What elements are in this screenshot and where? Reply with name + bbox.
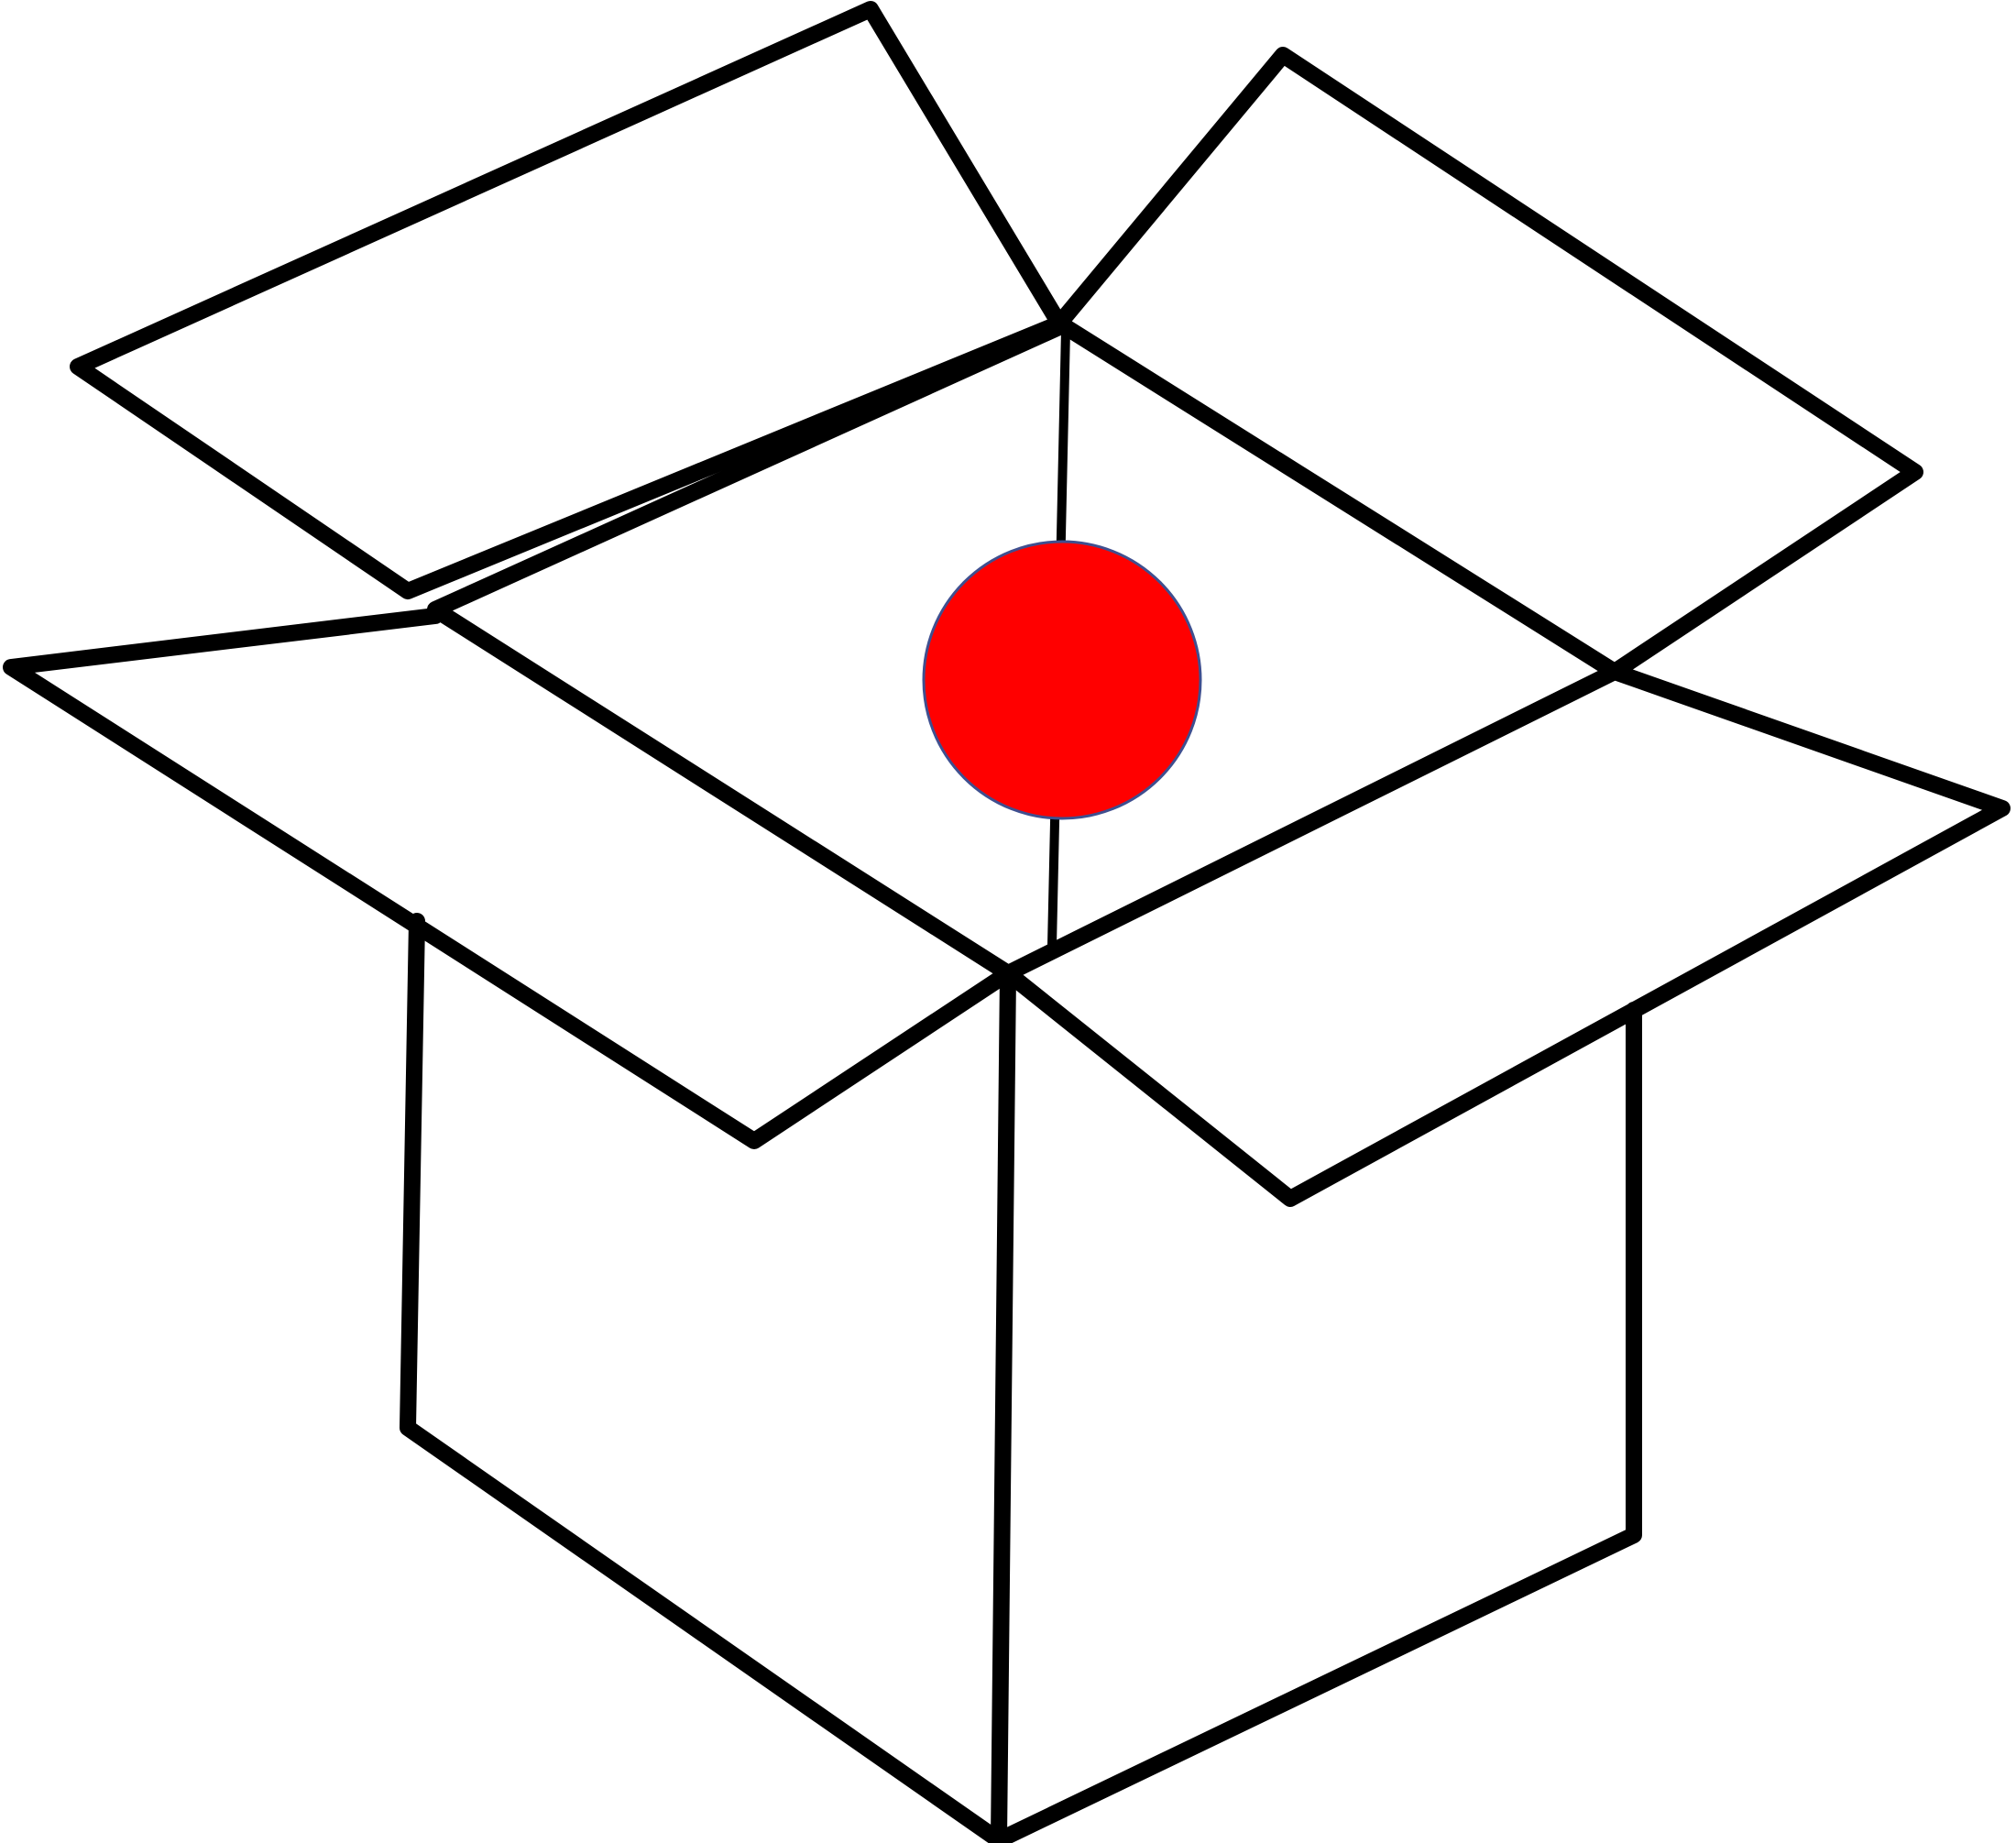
front-right-flap (1000, 664, 2011, 1207)
box-body (400, 913, 1642, 1843)
front-corner-edge (991, 965, 1016, 1843)
red-ball-icon (922, 540, 1202, 820)
back-left-flap (70, 1, 1068, 599)
back-right-flap (1051, 47, 1923, 680)
front-left-flap (3, 608, 1016, 1149)
